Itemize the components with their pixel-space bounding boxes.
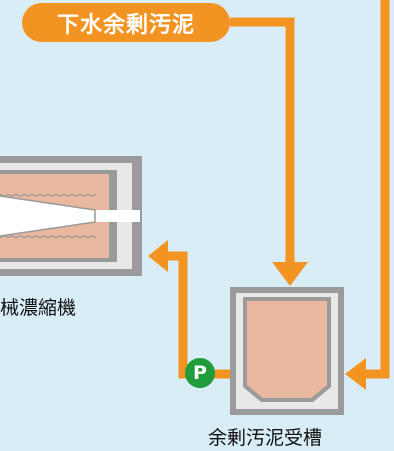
source-label: 下水余剰汚泥 [22,3,230,42]
arrow-into-thickener [148,240,168,272]
pipe-source-to-tank [230,17,295,270]
mechanical-thickener [0,156,142,276]
arrow-into-tank [272,262,308,286]
thickener-label: 械濃縮機 [0,297,77,319]
pump-icon: P [185,358,215,388]
tank-label: 余剰汚泥受槽 [208,427,323,449]
pipe-tank-to-thickener [162,251,230,379]
receiving-tank [230,287,344,415]
arrow-right-return [345,358,366,390]
pipe-right-return [360,0,390,379]
